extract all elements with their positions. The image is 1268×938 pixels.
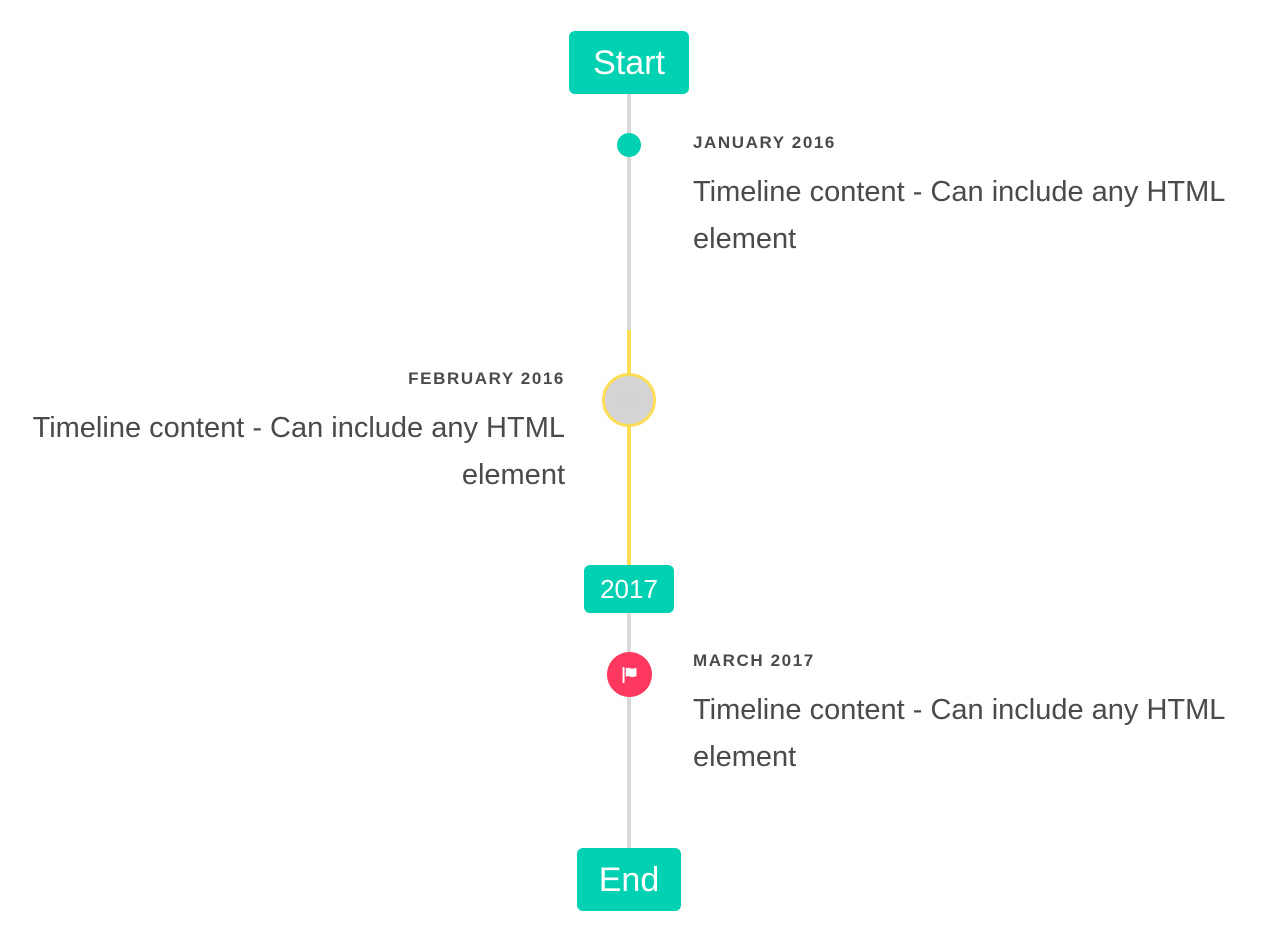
timeline-marker-february[interactable]: ⸬⸬ bbox=[602, 373, 656, 427]
timeline-rail-lower bbox=[627, 613, 631, 848]
timeline-entry-body: Timeline content - Can include any HTML … bbox=[32, 411, 565, 491]
timeline-entry-body: Timeline content - Can include any HTML … bbox=[693, 693, 1225, 773]
missing-glyph-icon: ⸬⸬ bbox=[618, 393, 640, 406]
timeline-entry-february: FEBRUARY 2016 Timeline content - Can inc… bbox=[25, 369, 565, 499]
timeline-rail-upper bbox=[627, 94, 631, 330]
timeline-marker-january[interactable] bbox=[617, 133, 641, 157]
timeline-entry-heading: MARCH 2017 bbox=[693, 651, 815, 670]
timeline-entry-heading: FEBRUARY 2016 bbox=[408, 369, 565, 388]
timeline-entry-january: JANUARY 2016 Timeline content - Can incl… bbox=[693, 133, 1233, 263]
timeline-entry-march: MARCH 2017 Timeline content - Can includ… bbox=[693, 651, 1233, 781]
flag-icon bbox=[619, 664, 641, 686]
timeline-end-badge[interactable]: End bbox=[577, 848, 681, 911]
timeline-year-divider-2017[interactable]: 2017 bbox=[584, 565, 674, 613]
timeline-marker-march[interactable] bbox=[607, 652, 652, 697]
timeline-entry-body: Timeline content - Can include any HTML … bbox=[693, 175, 1225, 255]
timeline-entry-heading: JANUARY 2016 bbox=[693, 133, 836, 152]
timeline-start-badge[interactable]: Start bbox=[569, 31, 689, 94]
timeline-rail-active-yellow bbox=[627, 330, 631, 565]
